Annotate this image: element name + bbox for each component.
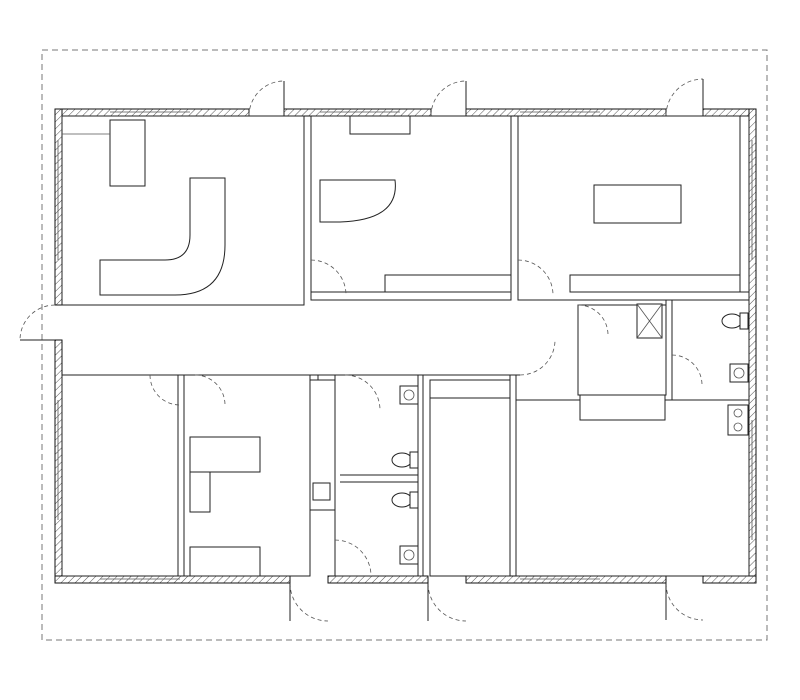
exterior-doors [19,78,704,622]
curved-desk [319,179,396,223]
exterior-walls [54,108,757,584]
plumbing-fixtures [391,312,749,565]
toilet [721,312,749,330]
sink [399,545,419,565]
conference-table [593,184,682,224]
restroom-east [671,299,750,401]
interior-walls [61,115,750,577]
sink [727,404,749,436]
office-south-west [61,374,185,577]
kitchen-sink [312,482,331,501]
storage-room [429,379,511,577]
toilet [391,451,419,469]
work-table [189,436,261,473]
toilet [391,491,419,509]
property-boundary [41,49,768,641]
sink [729,363,749,383]
windows [57,111,753,580]
office-south-east [515,399,750,577]
sink [399,385,419,405]
interior-doors [149,259,703,577]
office-north-east [517,115,750,301]
reception-desk [99,177,226,296]
furniture [62,115,741,577]
